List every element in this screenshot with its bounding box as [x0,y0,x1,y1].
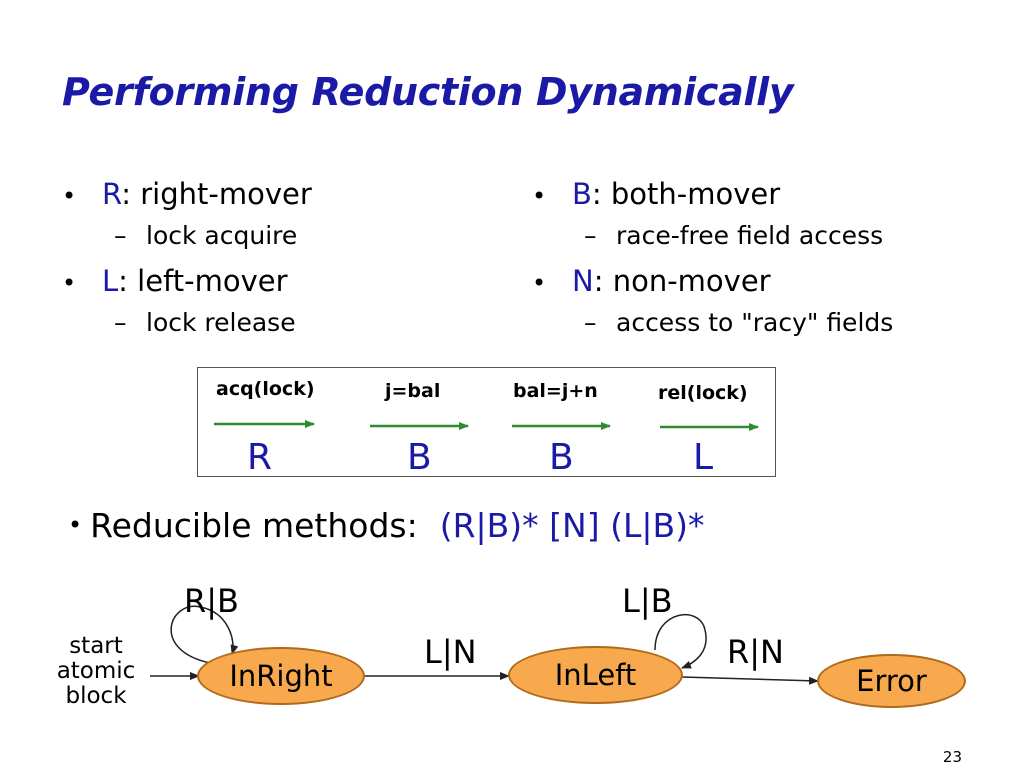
bullet-right-mover: • R: right-mover [62,180,312,223]
sub-bullet-label: lock acquire [146,221,298,250]
state-inright: InRight [197,647,365,705]
edge-inleft-to-error [681,676,819,685]
start-atomic-block-label: start atomic block [48,634,144,709]
mover-tag-read: B [407,437,432,478]
bullet-label: : left-mover [118,264,288,298]
reducible-label: Reducible methods: [90,506,418,545]
bullet-key: R [102,177,122,211]
sub-bullet-dash: – [584,221,597,250]
op-write-label: bal=j+n [513,380,598,402]
reducible-methods-line: •Reducible methods: (R|B)* [N] (L|B)* [68,506,705,545]
bullet-label: : non-mover [593,264,771,298]
state-error: Error [817,654,966,708]
edge-inright-inleft-label: L|N [424,633,477,671]
bullet-dot: • [62,269,77,297]
mover-tag-acquire: R [247,437,273,478]
self-loop-inleft [654,614,707,669]
sub-bullet-label: lock release [146,308,296,337]
bullet-label: : both-mover [591,177,781,211]
sub-bullet-dash: – [584,308,597,337]
op-release-label: rel(lock) [658,382,748,404]
sub-bullet-race-free: – race-free field access [532,223,893,267]
start-label-line: start [69,633,123,659]
self-loop-inleft-label: L|B [622,582,673,620]
mover-tag-release: L [693,437,714,478]
bullet-both-mover: • B: both-mover [532,180,893,223]
bullet-non-mover: • N: non-mover [532,267,893,310]
self-loop-inright-label: R|B [184,582,239,620]
sub-bullet-label: race-free field access [616,221,884,250]
sub-bullet-lock-acquire: – lock acquire [62,223,312,267]
bullet-dot: • [68,511,83,539]
bullet-key: L [102,264,119,298]
operation-sequence-box [197,367,776,477]
edge-inleft-error-label: R|N [727,633,784,671]
state-inleft-label: InLeft [554,658,637,692]
bullets-left: • R: right-mover – lock acquire • L: lef… [62,180,312,354]
bullet-label: : right-mover [121,177,312,211]
sub-bullet-dash: – [114,221,127,250]
op-acquire-label: acq(lock) [216,378,315,400]
start-label-line: block [65,683,127,709]
page-number: 23 [942,748,962,766]
bullet-dot: • [62,182,77,210]
bullet-left-mover: • L: left-mover [62,267,312,310]
state-error-label: Error [856,664,927,698]
sub-bullet-label: access to "racy" fields [616,308,894,337]
sub-bullet-racy-fields: – access to "racy" fields [532,310,893,354]
sub-bullet-dash: – [114,308,127,337]
bullet-dot: • [532,269,547,297]
bullet-key: N [572,264,594,298]
op-read-label: j=bal [385,380,441,402]
start-label-line: atomic [56,658,136,684]
slide-title: Performing Reduction Dynamically [62,70,794,114]
bullet-key: B [572,177,592,211]
bullet-dot: • [532,182,547,210]
state-inleft: InLeft [508,646,683,704]
sub-bullet-lock-release: – lock release [62,310,312,354]
bullets-right: • B: both-mover – race-free field access… [532,180,893,354]
self-loop-inright [170,605,239,664]
mover-tag-write: B [549,437,574,478]
reducible-pattern: (R|B)* [N] (L|B)* [439,506,705,545]
state-inright-label: InRight [229,659,333,693]
